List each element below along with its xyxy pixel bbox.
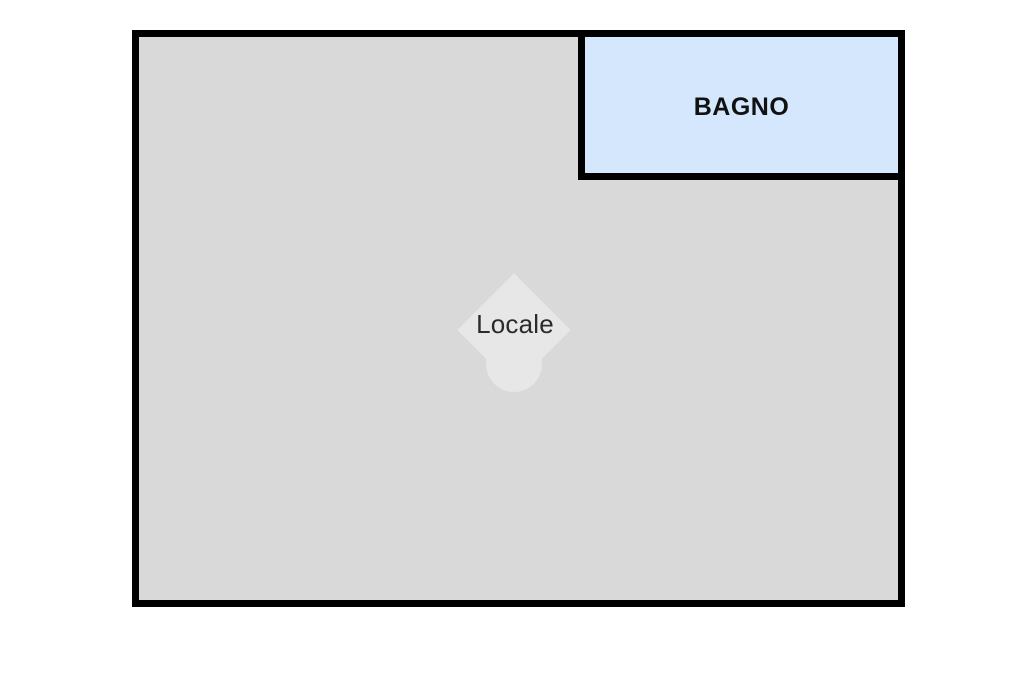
room-bagno — [578, 30, 905, 180]
room-label-locale: Locale — [476, 309, 554, 339]
room-label-bagno: BAGNO — [693, 93, 790, 121]
